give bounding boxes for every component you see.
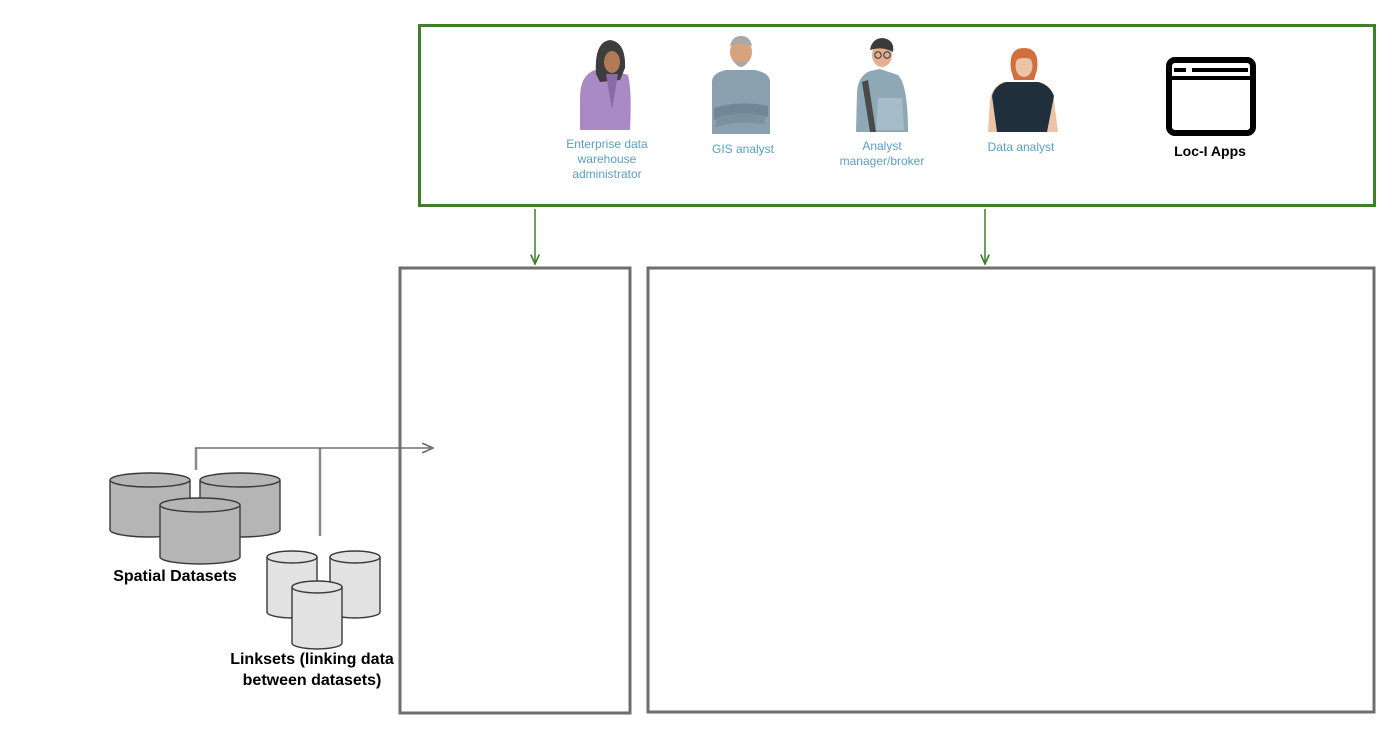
left-panel: [398, 266, 632, 715]
persona-label-gis-analyst: GIS analyst: [711, 142, 775, 156]
data-connector: [194, 448, 322, 536]
spatial-datasets-icon: [109, 472, 281, 565]
users-box: [418, 24, 1376, 207]
browser-window-icon: [1166, 57, 1256, 136]
persona-label-data-analyst: Data analyst: [987, 140, 1055, 154]
woman-red-hair-icon: [988, 48, 1058, 132]
linksets-label: Linksets (linking data between datasets): [230, 651, 394, 689]
spatial-datasets-label: Spatial Datasets: [113, 568, 237, 585]
right-panel: [646, 266, 1376, 714]
bearded-man-icon: [712, 36, 770, 134]
woman-glasses-icon: [856, 38, 908, 132]
loc-i-apps-label: Loc-I Apps: [1174, 143, 1246, 159]
persona-label-analyst-manager: Analyst manager/broker: [839, 139, 925, 168]
persona-label-enterprise-admin: Enterprise data warehouse administrator: [566, 137, 648, 181]
linksets-icon: [266, 550, 381, 650]
woman-hijab-icon: [580, 40, 631, 130]
